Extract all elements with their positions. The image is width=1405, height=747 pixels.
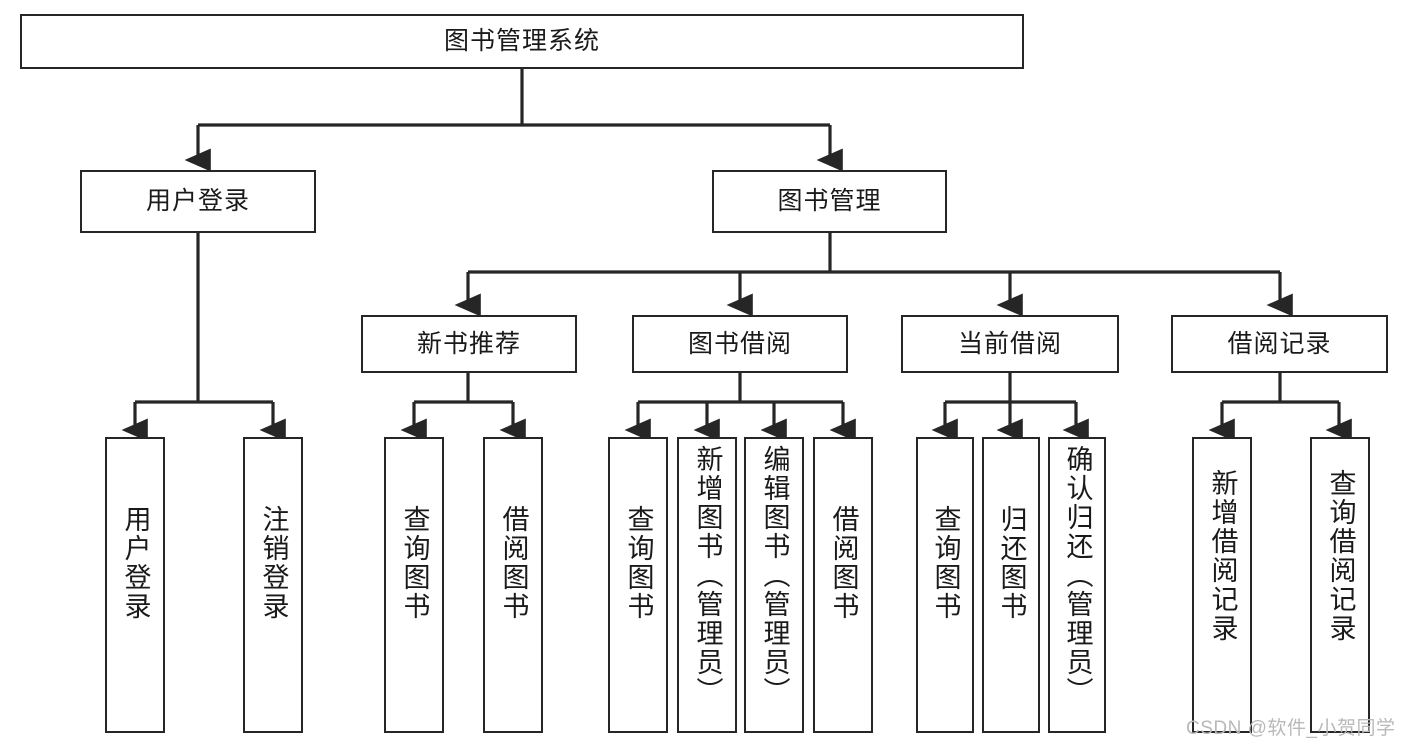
node-label: 查询借阅记录 [1325, 469, 1356, 643]
edges-bookmgmt-to-level3 [454, 233, 1293, 317]
edges-root-to-level2 [184, 69, 843, 172]
leaf-book-borrow-borrow-book[interactable]: 借阅图书 [813, 437, 873, 733]
node-label: 确认归还（管理员） [1062, 445, 1093, 706]
node-label: 查询图书 [399, 505, 430, 621]
node-book-management[interactable]: 图书管理 [712, 170, 947, 233]
node-label: 新书推荐 [416, 329, 521, 358]
edges-borrowrecord-to-leaves [1208, 373, 1352, 442]
node-label: 查询图书 [623, 505, 654, 621]
node-user-login[interactable]: 用户登录 [80, 170, 316, 233]
leaf-new-book-query-book[interactable]: 查询图书 [384, 437, 444, 733]
csdn-watermark: CSDN @软件_小贺同学 [1186, 718, 1396, 739]
node-label: 借阅图书 [828, 505, 859, 621]
leaf-user-login-login[interactable]: 用户登录 [105, 437, 165, 733]
node-book-borrow[interactable]: 图书借阅 [632, 315, 848, 373]
leaf-book-borrow-edit-book-admin[interactable]: 编辑图书（管理员） [744, 437, 804, 733]
leaf-book-borrow-query-book[interactable]: 查询图书 [608, 437, 668, 733]
leaf-new-book-borrow-book[interactable]: 借阅图书 [483, 437, 543, 733]
leaf-borrow-record-add-record[interactable]: 新增借阅记录 [1192, 437, 1252, 733]
node-label: 注销登录 [258, 505, 289, 621]
node-borrow-record[interactable]: 借阅记录 [1171, 315, 1388, 373]
leaf-current-borrow-return-book[interactable]: 归还图书 [982, 437, 1040, 733]
node-label: 当前借阅 [957, 329, 1062, 358]
node-label: 图书管理 [777, 187, 882, 215]
leaf-current-borrow-confirm-return-admin[interactable]: 确认归还（管理员） [1048, 437, 1106, 733]
leaf-borrow-record-query-record[interactable]: 查询借阅记录 [1310, 437, 1370, 733]
edges-userlogin-to-leaves [121, 233, 286, 442]
node-label: 新增图书（管理员） [692, 445, 723, 706]
leaf-book-borrow-add-book-admin[interactable]: 新增图书（管理员） [677, 437, 737, 733]
leaf-user-login-logout[interactable]: 注销登录 [243, 437, 303, 733]
node-label: 图书管理系统 [443, 27, 600, 55]
node-label: 图书借阅 [687, 329, 792, 358]
node-current-borrow[interactable]: 当前借阅 [901, 315, 1119, 373]
node-new-book-recommend[interactable]: 新书推荐 [361, 315, 577, 373]
node-label: 借阅记录 [1227, 329, 1332, 358]
node-label: 归还图书 [996, 505, 1027, 621]
edges-newbook-to-leaves [400, 373, 526, 442]
node-label: 借阅图书 [498, 505, 529, 621]
node-label: 用户登录 [120, 505, 151, 621]
node-root-book-management-system[interactable]: 图书管理系统 [20, 14, 1024, 69]
node-label: 编辑图书（管理员） [759, 445, 790, 706]
node-label: 查询图书 [930, 505, 961, 621]
edges-currentborrow-to-leaves [931, 373, 1089, 442]
leaf-current-borrow-query-book[interactable]: 查询图书 [916, 437, 974, 733]
edges-bookborrow-to-leaves [624, 373, 856, 442]
node-label: 用户登录 [145, 187, 250, 215]
node-label: 新增借阅记录 [1207, 469, 1238, 643]
